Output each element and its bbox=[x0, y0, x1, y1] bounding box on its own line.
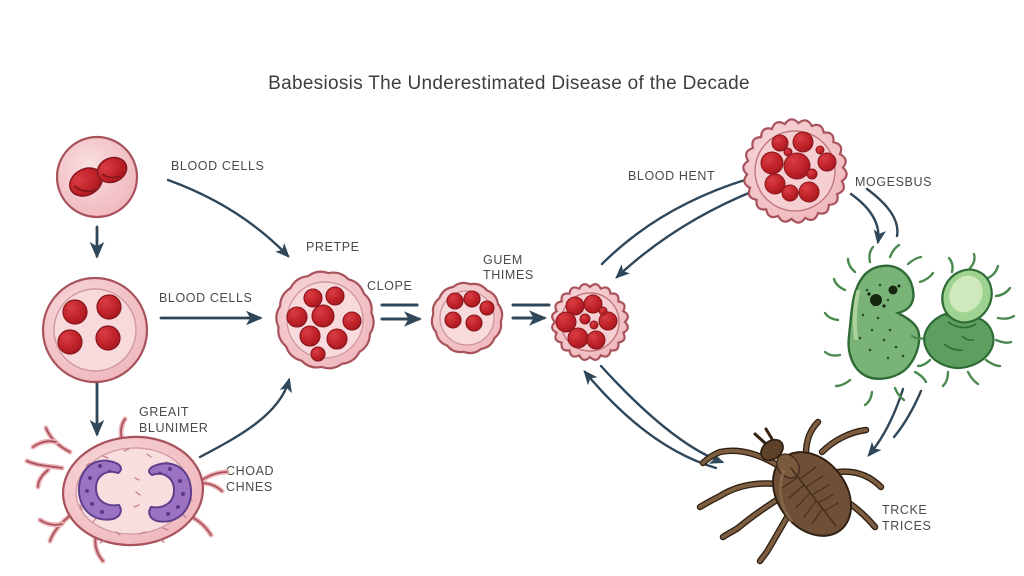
parasite-dots bbox=[444, 290, 495, 332]
arrow-mogesbus-outer bbox=[865, 187, 899, 238]
tick-palp bbox=[753, 432, 767, 445]
label-guem-line1: GUEM bbox=[483, 253, 523, 267]
parasite-dots bbox=[760, 131, 837, 203]
tick bbox=[696, 418, 885, 565]
dark-inclusions bbox=[867, 284, 901, 308]
parasite-dots bbox=[57, 294, 122, 355]
diagram-title: Babesiosis The Underestimated Disease of… bbox=[268, 73, 750, 94]
arrow-green-to-tick bbox=[867, 387, 905, 457]
label-blood-cells-mid: BLOOD CELLS bbox=[159, 291, 252, 305]
arrow-tick-to-cell bbox=[583, 370, 718, 470]
infected-red-blood-cell-multiplying bbox=[41, 276, 149, 384]
arrow-mogesbus-to-green bbox=[849, 192, 886, 245]
label-choad-line2: CHNES bbox=[226, 480, 273, 494]
pretpe-cell bbox=[275, 270, 375, 370]
disc-inner bbox=[949, 275, 983, 313]
nucleus-right bbox=[148, 462, 193, 523]
tick-body-pattern bbox=[781, 466, 839, 527]
nucleus-dots bbox=[85, 464, 185, 516]
label-blood-hent: BLOOD HENT bbox=[628, 169, 715, 183]
parasite-fold bbox=[101, 173, 121, 179]
label-choad-line1: CHOAD bbox=[226, 464, 274, 478]
parasite-dots bbox=[286, 286, 362, 362]
arrow-bloodcells-to-pretpe bbox=[166, 178, 290, 258]
body-highlight bbox=[778, 469, 794, 523]
label-guem-line2: THIMES bbox=[483, 268, 534, 282]
flow-arrows bbox=[89, 177, 923, 470]
guem-thimes-cell bbox=[430, 281, 504, 355]
green-parasite-right bbox=[910, 252, 1016, 388]
arrow-bloodhent-outer bbox=[600, 177, 750, 266]
label-clope: CLOPE bbox=[367, 279, 412, 293]
parasite-fold bbox=[73, 185, 97, 193]
crease bbox=[943, 343, 964, 351]
label-greait-line2: BLUNIMER bbox=[139, 421, 208, 435]
label-trcke-line1: TRCKE bbox=[882, 503, 927, 517]
tick-palp bbox=[764, 427, 774, 441]
crease bbox=[961, 335, 975, 341]
label-greait-line1: GREAIT bbox=[139, 405, 189, 419]
tick-head bbox=[760, 438, 784, 462]
labels: BLOOD CELLS BLOOD CELLS PRETPE CLOPE GUE… bbox=[139, 159, 932, 533]
ruptured-white-blood-cell bbox=[24, 416, 230, 564]
parasite-dots bbox=[555, 294, 618, 350]
flagella bbox=[910, 252, 1016, 388]
green-parasite-left bbox=[823, 243, 941, 407]
twist-crease bbox=[947, 321, 977, 329]
label-trcke-line2: TRICES bbox=[882, 519, 931, 533]
arrow-green-to-tick-outer bbox=[892, 389, 923, 439]
arrow-bloodhent-inner bbox=[615, 188, 758, 279]
nucleus-left bbox=[77, 459, 122, 521]
label-pretpe: PRETPE bbox=[306, 240, 360, 254]
body-highlight bbox=[852, 290, 860, 340]
arrow-cell-to-tick bbox=[599, 364, 725, 464]
mogesbus-cell bbox=[742, 118, 848, 224]
central-infected-cell bbox=[551, 283, 629, 361]
arrow-cell3-to-pretpe bbox=[198, 377, 292, 459]
infected-red-blood-cell-early bbox=[55, 135, 139, 219]
label-mogesbus: MOGESBUS bbox=[855, 175, 932, 189]
label-blood-cells-top: BLOOD CELLS bbox=[171, 159, 264, 173]
